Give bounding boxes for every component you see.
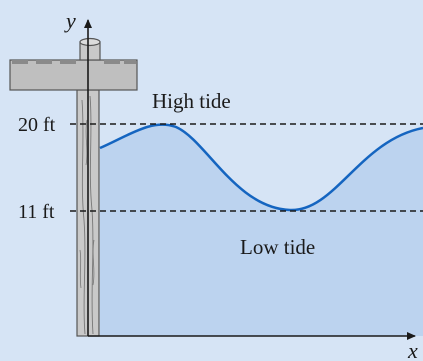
high-tide-caption: High tide bbox=[152, 89, 231, 113]
high-tide-value-label: 20 ft bbox=[18, 114, 56, 136]
water-area bbox=[100, 124, 423, 336]
low-tide-value-label: 11 ft bbox=[18, 201, 55, 223]
pier-deck bbox=[9, 59, 138, 91]
y-axis-label: y bbox=[64, 8, 76, 33]
tide-wave-curve bbox=[99, 123, 423, 212]
pier-cap bbox=[79, 37, 101, 61]
low-tide-caption: Low tide bbox=[240, 235, 315, 259]
x-axis-label: x bbox=[407, 338, 418, 361]
